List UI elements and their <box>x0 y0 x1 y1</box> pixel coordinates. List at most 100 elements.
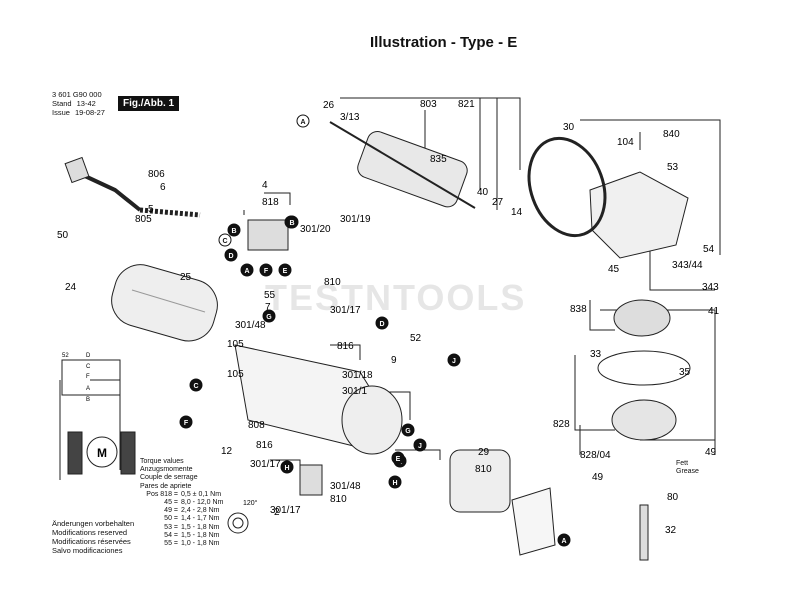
torque-row: 53 =1,5 - 1,8 Nm <box>140 524 223 532</box>
torque-heading-1: Torque values <box>140 458 184 465</box>
part-number-840: 840 <box>663 129 680 140</box>
svg-text:H: H <box>392 480 397 487</box>
part-number-343-44: 343/44 <box>672 260 703 271</box>
part-number-29: 29 <box>478 447 490 458</box>
torque-value: 2,4 - 2,8 Nm <box>181 507 220 515</box>
part-number-301-48: 301/48 <box>330 481 361 492</box>
torque-pos: 50 = <box>164 515 178 523</box>
torque-value: 8,0 - 12,0 Nm <box>181 499 224 507</box>
part-number-301-1: 301/1 <box>342 386 367 397</box>
issue-value: 19-08-27 <box>74 108 105 117</box>
part-number-803: 803 <box>420 99 437 110</box>
part-number-49: 49 <box>592 472 604 483</box>
part-number-30: 30 <box>563 122 575 133</box>
callout-f: F <box>179 415 193 429</box>
angle-label: 120° <box>243 499 258 507</box>
part-number-35: 35 <box>679 367 691 378</box>
part-number-301-17: 301/17 <box>330 305 361 316</box>
torque-heading-2: Anzugsmomente <box>140 466 193 474</box>
part-number-7: 7 <box>265 302 271 313</box>
callout-f: F <box>259 263 273 277</box>
callout-h: H <box>280 460 294 474</box>
callout-c: C <box>189 378 203 392</box>
note-en: Modifications reserved <box>52 528 128 537</box>
part-number-810: 810 <box>475 464 492 475</box>
svg-text:D: D <box>379 321 384 328</box>
stand-row: Stand 13-42 <box>52 99 105 108</box>
torque-pos: 49 = <box>164 507 178 515</box>
svg-text:F: F <box>264 268 269 275</box>
torque-pos: 45 = <box>164 499 178 507</box>
callout-j: J <box>413 438 427 452</box>
part-number-810: 810 <box>324 277 341 288</box>
issue-row: Issue 19-08-27 <box>52 108 105 117</box>
part-number-9: 9 <box>391 355 397 366</box>
part-number-25: 25 <box>180 272 192 283</box>
callout-g: G <box>401 423 415 437</box>
power-tool-parts <box>61 121 691 561</box>
torque-heading-3: Couple de serrage <box>140 474 198 482</box>
part-number-105: 105 <box>227 339 244 350</box>
part-number-2: 2 <box>274 507 280 518</box>
part-number-301-18: 301/18 <box>342 370 373 381</box>
part-number-33: 33 <box>590 349 602 360</box>
svg-text:J: J <box>452 358 456 365</box>
torque-pos: 54 = <box>164 531 178 539</box>
grease-label: Fett Grease <box>676 460 699 476</box>
part-number-838: 838 <box>570 304 587 315</box>
part-number-301-20: 301/20 <box>300 224 331 235</box>
svg-text:E: E <box>396 456 401 463</box>
torque-row: 55 =1,0 - 1,8 Nm <box>140 540 223 548</box>
svg-text:C: C <box>222 238 227 245</box>
watermark: TESTNTOOLS <box>265 277 527 318</box>
callout-c: C <box>218 233 232 247</box>
part-number-6: 6 <box>160 182 166 193</box>
issue-label: Issue <box>52 108 70 117</box>
part-number-54: 54 <box>703 244 715 255</box>
part-number-40: 40 <box>477 187 489 198</box>
part-number-55: 55 <box>264 290 276 301</box>
svg-text:B: B <box>231 228 236 235</box>
part-number-810: 810 <box>330 494 347 505</box>
svg-text:E: E <box>283 268 288 275</box>
callout-d: D <box>375 316 389 330</box>
part-number-104: 104 <box>617 137 634 148</box>
note-de: Änderungen vorbehalten <box>52 519 135 528</box>
torque-value: 1,5 - 1,8 Nm <box>181 531 220 539</box>
part-number-301-17: 301/17 <box>250 459 281 470</box>
callout-a: A <box>557 533 571 547</box>
part-number-45: 45 <box>608 264 620 275</box>
page-title: Illustration - Type - E <box>370 34 518 51</box>
torque-value: 1,5 - 1,8 Nm <box>181 523 220 531</box>
svg-text:A: A <box>300 119 305 126</box>
part-number-26: 26 <box>323 100 335 111</box>
part-number-105: 105 <box>227 369 244 380</box>
part-number-828: 828 <box>553 419 570 430</box>
wiring-label-a: A <box>86 386 90 392</box>
grease-de: Fett <box>676 460 689 467</box>
part-number-3-13: 3/13 <box>340 112 360 123</box>
torque-pos: 55 = <box>164 540 178 548</box>
svg-text:A: A <box>244 268 249 275</box>
part-number-50: 50 <box>57 230 69 241</box>
part-number-806: 806 <box>148 169 165 180</box>
wiring-label-c: C <box>86 364 91 370</box>
part-number-828-04: 828/04 <box>580 450 611 461</box>
svg-text:A: A <box>561 538 566 545</box>
svg-text:D: D <box>228 253 233 260</box>
doc-meta: 3 601 G90 000 Stand 13-42 Issue 19-08-27 <box>52 90 105 117</box>
torque-value: 1,0 - 1,8 Nm <box>181 540 220 548</box>
note-es: Salvo modificaciones <box>52 546 123 555</box>
part-number-821: 821 <box>458 99 475 110</box>
part-number-41: 41 <box>708 306 720 317</box>
part-number-4: 4 <box>262 180 268 191</box>
callout-a: A <box>240 263 254 277</box>
part-number-301-17: 301/17 <box>270 505 301 516</box>
part-number-24: 24 <box>65 282 77 293</box>
part-number-14: 14 <box>511 207 523 218</box>
part-number-52: 52 <box>410 333 422 344</box>
part-number-805: 805 <box>135 214 152 225</box>
callout-j: J <box>447 353 461 367</box>
